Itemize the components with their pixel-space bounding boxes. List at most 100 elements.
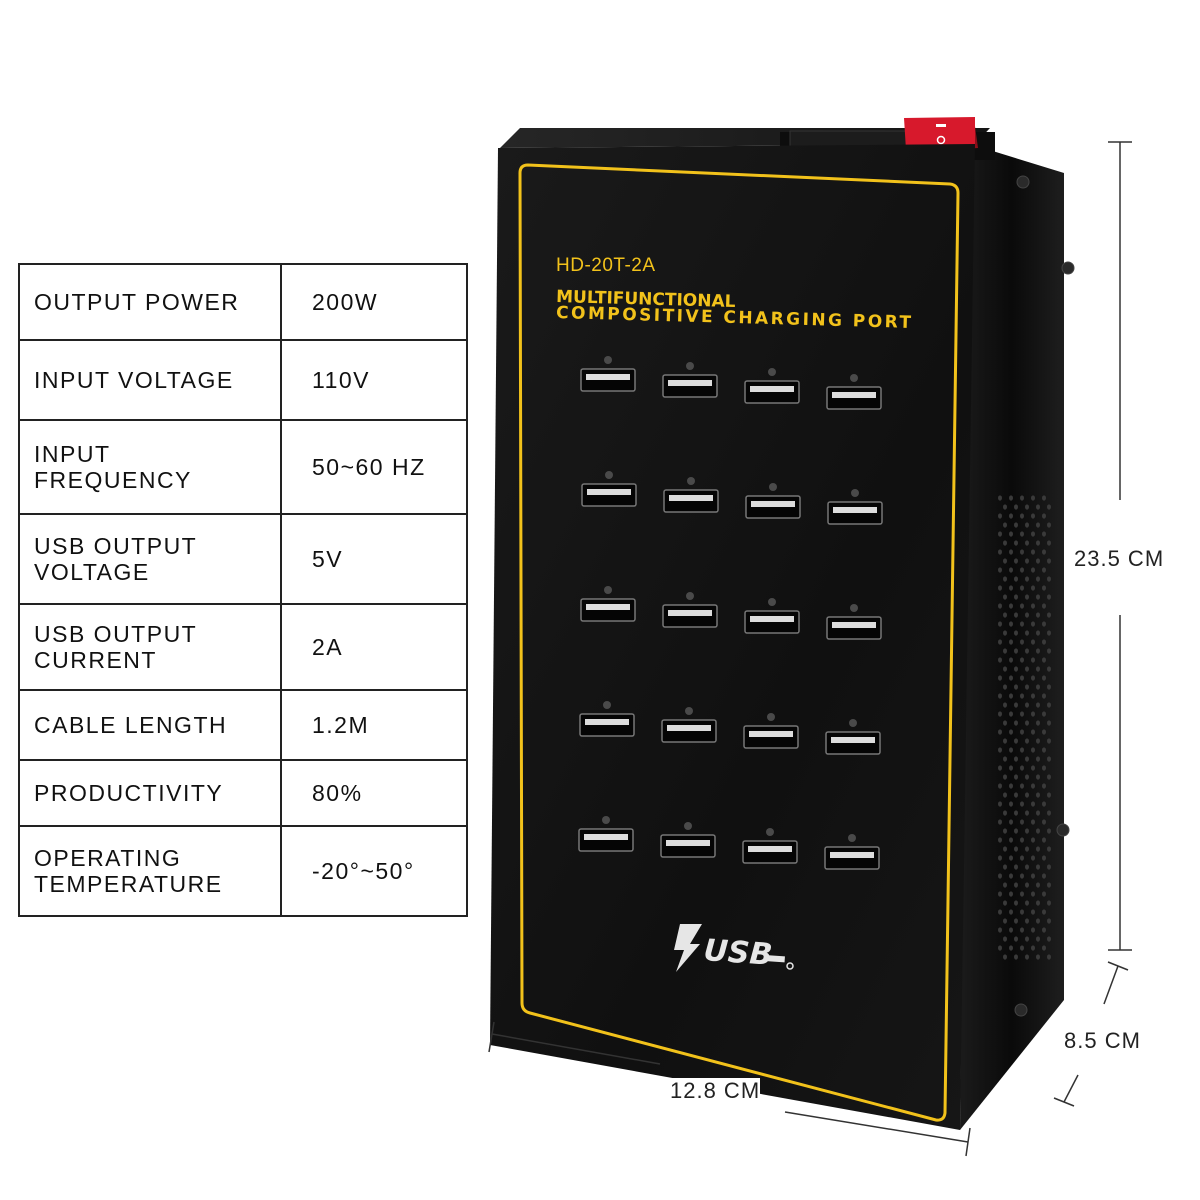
vent-hole: [1003, 954, 1007, 960]
vent-hole: [1042, 855, 1046, 861]
vent-hole: [1020, 531, 1024, 537]
vent-hole: [1020, 513, 1024, 519]
vent-hole: [1014, 720, 1018, 726]
vent-hole: [998, 621, 1002, 627]
vent-hole: [1042, 891, 1046, 897]
usb-logo-text: USB: [702, 933, 773, 973]
vent-hole: [1031, 801, 1035, 807]
vent-hole: [1036, 522, 1040, 528]
vent-hole: [998, 783, 1002, 789]
spec-value: -20°~50°: [280, 825, 468, 917]
vent-hole: [998, 693, 1002, 699]
vent-hole: [1009, 711, 1013, 717]
usb-port-tongue: [669, 495, 713, 501]
dimension-lines: [488, 141, 1132, 1157]
vent-hole: [1036, 612, 1040, 618]
vent-hole: [1003, 792, 1007, 798]
port-led-icon: [685, 707, 693, 715]
width-line: [784, 1111, 969, 1143]
vent-hole: [1047, 630, 1051, 636]
vent-hole: [1009, 891, 1013, 897]
usb-port: [745, 483, 801, 519]
port-led-icon: [605, 471, 613, 479]
vent-hole: [1042, 693, 1046, 699]
vent-hole: [1042, 513, 1046, 519]
vent-hole: [998, 765, 1002, 771]
vent-hole: [1047, 936, 1051, 942]
spec-row: OPERATING TEMPERATURE -20°~50°: [18, 825, 468, 917]
power-switch: [904, 117, 975, 150]
port-led-icon: [851, 489, 859, 497]
vent-hole: [1031, 639, 1035, 645]
vent-hole: [998, 945, 1002, 951]
vent-hole: [998, 675, 1002, 681]
vent-hole: [1014, 936, 1018, 942]
port-led-icon: [766, 828, 774, 836]
spec-value: 2A: [280, 603, 468, 691]
vent-hole: [1020, 693, 1024, 699]
vent-hole: [1025, 738, 1029, 744]
vent-hole: [1036, 810, 1040, 816]
screw-icon: [1014, 1003, 1028, 1017]
vent-hole: [1047, 576, 1051, 582]
usb-port-tongue: [749, 731, 793, 737]
vent-hole: [1025, 666, 1029, 672]
vent-hole: [1031, 585, 1035, 591]
port-led-icon: [768, 368, 776, 376]
spec-value: 50~60 HZ: [280, 419, 468, 515]
vent-hole: [1036, 684, 1040, 690]
vent-hole: [1020, 711, 1024, 717]
vent-hole: [1025, 882, 1029, 888]
vent-hole: [1036, 954, 1040, 960]
usb-port-tongue: [667, 725, 711, 731]
usb-port-tongue: [666, 840, 710, 846]
vent-hole: [1003, 684, 1007, 690]
vent-hole: [1014, 792, 1018, 798]
vent-hole: [1003, 612, 1007, 618]
vent-hole: [1047, 882, 1051, 888]
vent-hole: [998, 657, 1002, 663]
vent-hole: [1042, 549, 1046, 555]
vent-hole: [1014, 810, 1018, 816]
usb-port: [661, 707, 717, 743]
spec-label: INPUT VOLTAGE: [18, 339, 282, 421]
usb-port-tongue: [586, 374, 630, 380]
vent-hole: [1025, 918, 1029, 924]
vent-hole: [1036, 936, 1040, 942]
usb-port: [578, 816, 634, 852]
width-line: [491, 1033, 661, 1065]
vent-hole: [1003, 936, 1007, 942]
vent-hole: [1003, 774, 1007, 780]
vent-hole: [1047, 702, 1051, 708]
vent-hole: [1003, 900, 1007, 906]
vent-hole: [1020, 783, 1024, 789]
spec-row: CABLE LENGTH 1.2M: [18, 689, 468, 761]
model-label: HD-20T-2A: [556, 255, 656, 276]
vent-hole: [1020, 621, 1024, 627]
vent-hole: [1020, 819, 1024, 825]
accent-border: [518, 163, 960, 1122]
vent-hole: [1025, 846, 1029, 852]
vent-hole: [998, 585, 1002, 591]
usb-port-tongue: [832, 392, 876, 398]
vent-hole: [1009, 783, 1013, 789]
side-vent-grille: [998, 495, 1051, 960]
usb-port-tongue: [750, 616, 794, 622]
vent-hole: [1031, 909, 1035, 915]
usb-port-tongue: [748, 846, 792, 852]
vent-hole: [998, 909, 1002, 915]
vent-hole: [1014, 630, 1018, 636]
screw-icon: [1061, 261, 1075, 275]
usb-port: [581, 471, 637, 507]
vent-hole: [1025, 522, 1029, 528]
vent-hole: [1042, 783, 1046, 789]
vent-hole: [1009, 621, 1013, 627]
vent-hole: [1009, 495, 1013, 501]
usb-port-tongue: [587, 489, 631, 495]
vent-hole: [1009, 657, 1013, 663]
vent-hole: [1003, 540, 1007, 546]
vent-hole: [1014, 522, 1018, 528]
vent-hole: [1014, 540, 1018, 546]
vent-hole: [1047, 522, 1051, 528]
vent-hole: [1025, 576, 1029, 582]
